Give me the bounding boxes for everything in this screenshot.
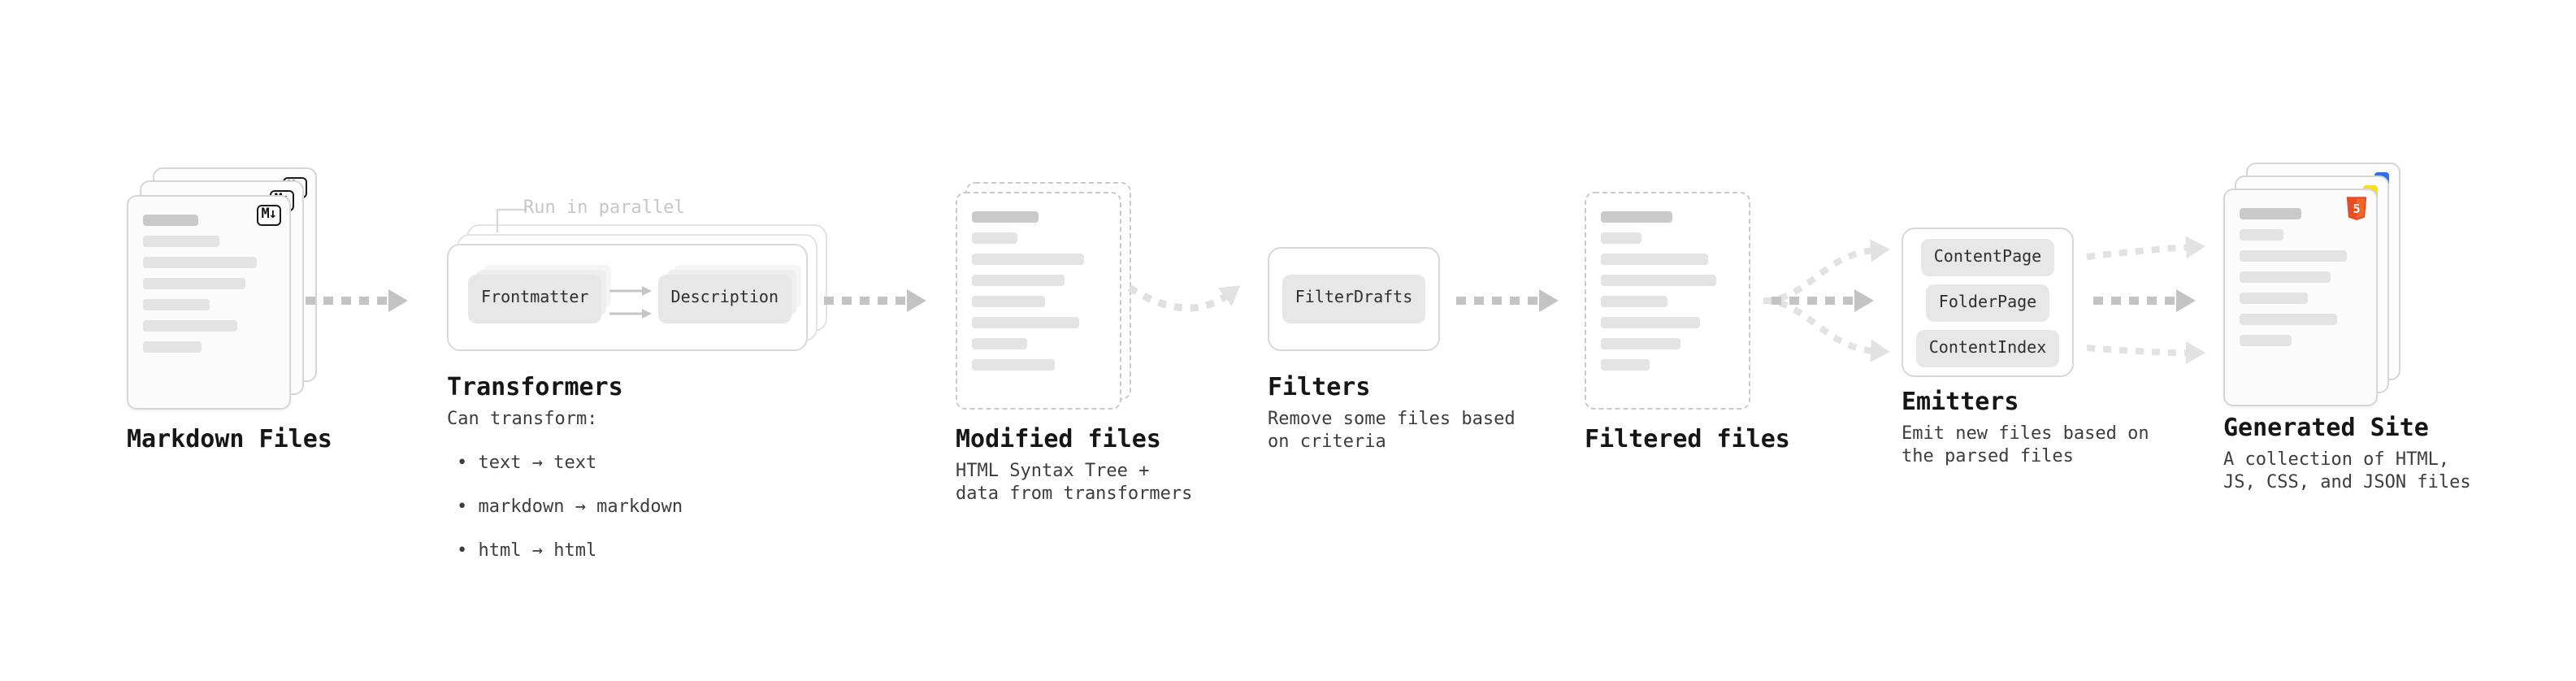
doc-content-lines [2240,208,2361,346]
doc-line [143,278,246,289]
folderpage-chip: FolderPage [1925,284,2050,321]
doc-line [2240,208,2301,219]
doc-line [143,299,209,310]
arrow-transformers-to-modified [824,289,926,312]
generated-site-node: 5 [2223,163,2409,410]
transformers-bullets: • text → text • markdown → markdown • ht… [457,429,683,583]
emitters-card: ContentPage FolderPage ContentIndex [1902,228,2074,377]
doc-line [2240,229,2283,241]
doc-line [972,211,1039,223]
modified-files-label: Modified files [956,424,1161,453]
doc-line [972,338,1028,349]
doc-line [972,232,1017,244]
contentindex-chip: ContentIndex [1915,329,2060,367]
run-in-parallel-connector [496,208,527,232]
frontmatter-chip: Frontmatter [468,275,602,323]
filters-card: FilterDrafts [1268,247,1440,351]
doc-line [143,341,202,353]
doc-line [2240,293,2308,304]
arrow-modified-to-filters [1127,284,1241,312]
transform-bullet: • text → text [457,451,597,472]
doc-line [2240,271,2330,283]
doc-content-lines [972,211,1105,371]
doc-line [2240,335,2291,346]
html5-icon: 5 [2346,197,2367,220]
doc-line [972,317,1079,328]
filtered-files-label: Filtered files [1585,424,1790,453]
transform-bullet: • html → html [457,539,597,560]
doc-line [143,320,238,332]
filters-caption: Remove some files based on criteria [1268,408,1516,451]
doc-line [972,359,1055,371]
doc-line [1601,232,1641,244]
transformers-card: Frontmatter Description [447,244,808,351]
markdown-files-label: Markdown Files [127,424,332,453]
doc-line [972,254,1084,265]
doc-line [143,236,219,247]
emitters-label: Emitters [1902,387,2019,416]
doc-line [1601,275,1716,286]
doc-line [972,275,1065,286]
doc-content-lines [1601,211,1734,371]
arrow-markdown-to-transformers [306,289,408,312]
transformers-caption-title: Can transform: [447,408,598,429]
run-in-parallel-note: Run in parallel [523,197,685,218]
arrow-filters-to-filtered [1456,289,1559,312]
doc-line [2240,314,2337,325]
modified-file-card [956,192,1121,410]
doc-line [1601,338,1681,349]
doc-line [972,296,1046,307]
transformers-label: Transformers [447,372,623,401]
doc-line [2240,250,2347,262]
filters-label: Filters [1268,372,1371,401]
doc-line [1601,317,1700,328]
markdown-file-card: M↓ [127,195,291,410]
doc-line [143,257,257,268]
filterdrafts-chip: FilterDrafts [1281,275,1426,323]
markdown-icon: M↓ [256,205,281,226]
arrow-filtered-to-emitters [1772,289,1874,312]
transformer-flow-arrows [609,286,652,319]
arrow-emitters-to-site [2093,289,2196,312]
description-chip: Description [657,275,791,323]
site-file-card: 5 [2223,189,2378,406]
transform-bullet: • markdown → markdown [457,495,683,516]
emitters-caption: Emit new files based on the parsed files [1902,423,2149,466]
doc-line [143,215,199,226]
doc-line [1601,254,1708,265]
doc-line [1601,359,1650,371]
generated-site-caption: A collection of HTML, JS, CSS, and JSON … [2223,449,2471,492]
doc-line [1601,211,1673,223]
filtered-file-card [1585,192,1750,410]
modified-files-caption: HTML Syntax Tree + data from transformer… [956,460,1193,503]
markdown-files-node: M↓ M↓ M↓ [127,167,325,414]
html5-icon-label: 5 [2353,202,2360,216]
generated-site-label: Generated Site [2223,413,2429,442]
doc-line [1601,296,1667,307]
contentpage-chip: ContentPage [1920,238,2055,275]
doc-content-lines [143,215,275,353]
